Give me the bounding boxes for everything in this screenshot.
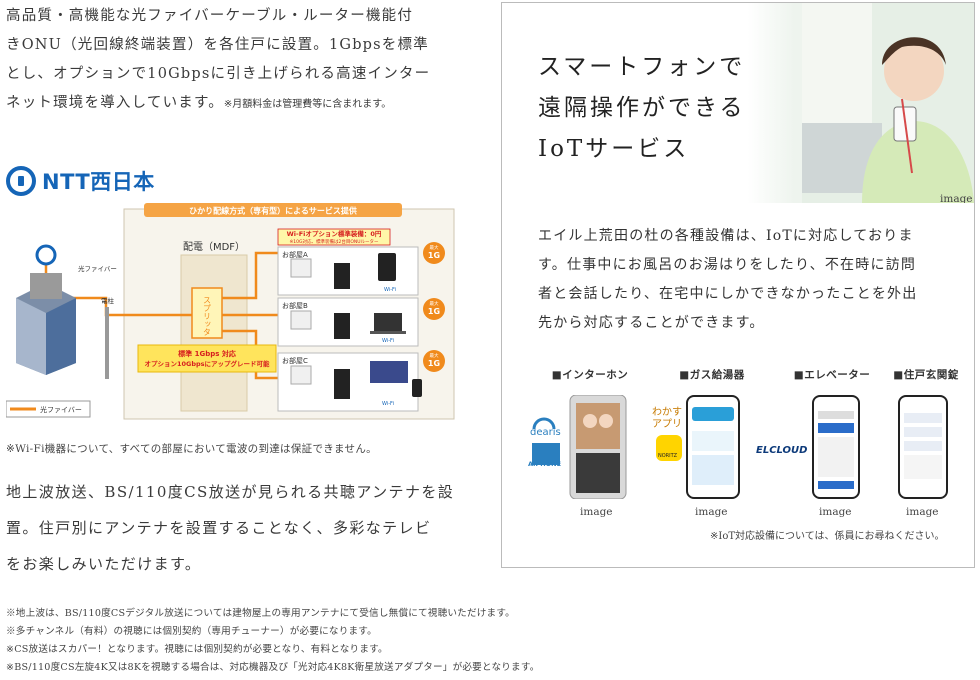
- speed-badge-max: 最大: [430, 300, 439, 307]
- duck-app-icon: [656, 435, 682, 461]
- device-intercom: ■インターホン: [530, 367, 650, 382]
- footnote: ※BS/110度CS左旋4K又は8Kを視聴する場合は、対応機器及び「光対応4K8…: [6, 662, 540, 673]
- splitter-box: [191, 287, 223, 339]
- device-water-heater: ■ガス給湯器: [652, 367, 772, 382]
- intro-line: とし、オプションで10Gbpsに引き上げられる高速インター: [6, 66, 431, 82]
- ntt-west-logo: NTT西日本: [6, 166, 155, 196]
- device-label: ■エレベーター: [793, 369, 871, 381]
- room-c-label: お部屋C: [282, 356, 308, 365]
- antenna-line: 地上波放送、BS/110度CS放送が見られる共聴アンテナを設: [6, 483, 455, 501]
- wifi-option-sub: ※10G対応、標準装備は2台目ONUルーター: [289, 238, 379, 245]
- splitter-label: スプリッタ: [203, 296, 212, 336]
- wakasu-line: わかす: [652, 407, 682, 418]
- pole-label: 電柱: [101, 296, 115, 305]
- door-lock-app-phone: [898, 395, 948, 499]
- utility-pole: [105, 307, 109, 379]
- standard-speed-box: [137, 344, 277, 373]
- speed-badge-max: 最大: [430, 352, 439, 359]
- device-label: ■インターホン: [551, 369, 629, 381]
- speed-badge-max: 最大: [430, 244, 439, 251]
- mdf-label: 配電（MDF）: [183, 241, 245, 253]
- aiphone-logo: AIPHONE: [528, 460, 562, 468]
- hero-title-line: IoTサービス: [538, 136, 690, 162]
- wakasu-line: アプリ: [652, 419, 682, 430]
- intro-line-text: ネット環境を導入しています。: [6, 95, 224, 111]
- fiber-label: 光ファイバー: [78, 264, 117, 273]
- diagram-header-bg: [144, 203, 402, 217]
- hero-image-caption: image: [940, 193, 973, 203]
- iot-hero-image: スマートフォンで 遠隔操作ができる IoTサービス image: [502, 3, 974, 203]
- iot-hero-title: スマートフォンで 遠隔操作ができる IoTサービス: [538, 47, 746, 170]
- dearis-logo: dearis: [530, 427, 561, 438]
- intercom-illustration: [532, 395, 627, 499]
- elevator-app-phone: [812, 395, 860, 499]
- wakasu-app-text: わかす アプリ: [652, 407, 682, 431]
- device-elevator: ■エレベーター: [772, 367, 892, 382]
- legend-box: [6, 400, 91, 418]
- room-a: お部屋A Wi-Fi: [277, 246, 419, 296]
- device-door-lock: ■住戸玄関錠: [866, 367, 980, 382]
- speed-badge-a: 最大 1G: [423, 242, 445, 264]
- iot-description-line: す。仕事中にお風呂のお湯はりをしたり、不在時に訪問: [538, 257, 917, 273]
- speed-badge-value: 1G: [428, 251, 440, 260]
- device-image-caption: image: [580, 506, 613, 518]
- antenna-line: をお楽しみいただけます。: [6, 555, 202, 573]
- footnote: ※地上波は、BS/110度CSデジタル放送については建物屋上の専用アンテナにて受…: [6, 608, 515, 619]
- room-b: お部屋B Wi-Fi: [277, 297, 419, 347]
- intro-line: ネット環境を導入しています。※月額料金は管理費等に含まれます。: [6, 89, 476, 119]
- device-label: ■ガス給湯器: [679, 369, 745, 381]
- noritz-logo: NORITZ: [658, 453, 678, 459]
- device-label: ■住戸玄関錠: [893, 369, 959, 381]
- intro-line: きONU（光回線終端装置）を各住戸に設置。1Gbpsを標準: [6, 37, 429, 53]
- woman-with-phone-illustration: [802, 3, 974, 203]
- room-c-wifi: Wi-Fi: [382, 401, 394, 407]
- diagram-header: ひかり配線方式（専有型）によるサービス提供: [189, 206, 357, 216]
- speed-badge-c: 最大 1G: [423, 350, 445, 372]
- antenna-paragraph: 地上波放送、BS/110度CS放送が見られる共聴アンテナを設 置。住戸別にアンテ…: [6, 474, 476, 582]
- hero-title-line: 遠隔操作ができる: [538, 95, 746, 121]
- room-a-wifi: Wi-Fi: [384, 287, 396, 293]
- footnotes: ※地上波は、BS/110度CSデジタル放送については建物屋上の専用アンテナにて受…: [6, 605, 539, 677]
- hero-title-line: スマートフォンで: [538, 54, 746, 80]
- fee-note: ※月額料金は管理費等に含まれます。: [223, 99, 392, 110]
- footnote: ※多チャンネル（有料）の視聴には個別契約（専用チューナー）が必要になります。: [6, 626, 377, 637]
- iot-panel: スマートフォンで 遠隔操作ができる IoTサービス image エイル上荒田の杜…: [501, 2, 975, 568]
- wifi-option-title: Wi-Fiオプション標準装備：0円: [287, 229, 382, 238]
- intro-paragraph: 高品質・高機能な光ファイバーケーブル・ルーター機能付 きONU（光回線終端装置）…: [6, 2, 476, 119]
- network-diagram: ひかり配線方式（専有型）によるサービス提供 配電（MDF） スプリッタ 光ファイ…: [6, 203, 455, 420]
- standard-speed-line2: オプション10Gbpsにアップグレード可能: [144, 359, 270, 368]
- iot-note: ※IoT対応設備については、係員にお尋ねください。: [710, 531, 945, 542]
- iot-description-line: 者と会話したり、在宅中にしかできなかったことを外出: [538, 286, 918, 302]
- ntt-logo-icon: [6, 166, 36, 196]
- room-b-label: お部屋B: [282, 301, 308, 310]
- wifi-option-box: [277, 228, 391, 246]
- legend-label: 光ファイバー: [40, 405, 82, 414]
- room-b-wifi: Wi-Fi: [382, 338, 394, 344]
- ntt-logo-text: NTT西日本: [42, 170, 155, 194]
- room-a-label: お部屋A: [282, 250, 308, 259]
- footnote: ※CS放送はスカパー！となります。視聴には個別契約が必要となり、有料となります。: [6, 644, 388, 655]
- iot-description: エイル上荒田の杜の各種設備は、IoTに対応しておりま す。仕事中にお風呂のお湯は…: [538, 222, 948, 338]
- device-image-caption: image: [906, 506, 939, 518]
- intro-line: 高品質・高機能な光ファイバーケーブル・ルーター機能付: [6, 8, 414, 24]
- speed-badge-value: 1G: [428, 307, 440, 316]
- device-image-caption: image: [819, 506, 852, 518]
- speed-badge-b: 最大 1G: [423, 298, 445, 320]
- speed-badge-value: 1G: [428, 359, 440, 368]
- device-image-caption: image: [695, 506, 728, 518]
- iot-description-line: エイル上荒田の杜の各種設備は、IoTに対応しておりま: [538, 228, 914, 244]
- room-c: お部屋C Wi-Fi: [277, 352, 422, 412]
- elcloud-logo: ELCLOUD: [756, 445, 808, 456]
- wifi-note: ※Wi-Fi機器について、すべての部屋において電波の到達は保証できません。: [6, 443, 377, 455]
- standard-speed-line1: 標準 1Gbps 対応: [178, 349, 236, 358]
- water-heater-app-phone: [686, 395, 740, 499]
- antenna-line: 置。住戸別にアンテナを設置することなく、多彩なテレビ: [6, 519, 432, 537]
- building-illustration: [16, 244, 76, 375]
- iot-description-line: 先から対応することができます。: [538, 315, 765, 331]
